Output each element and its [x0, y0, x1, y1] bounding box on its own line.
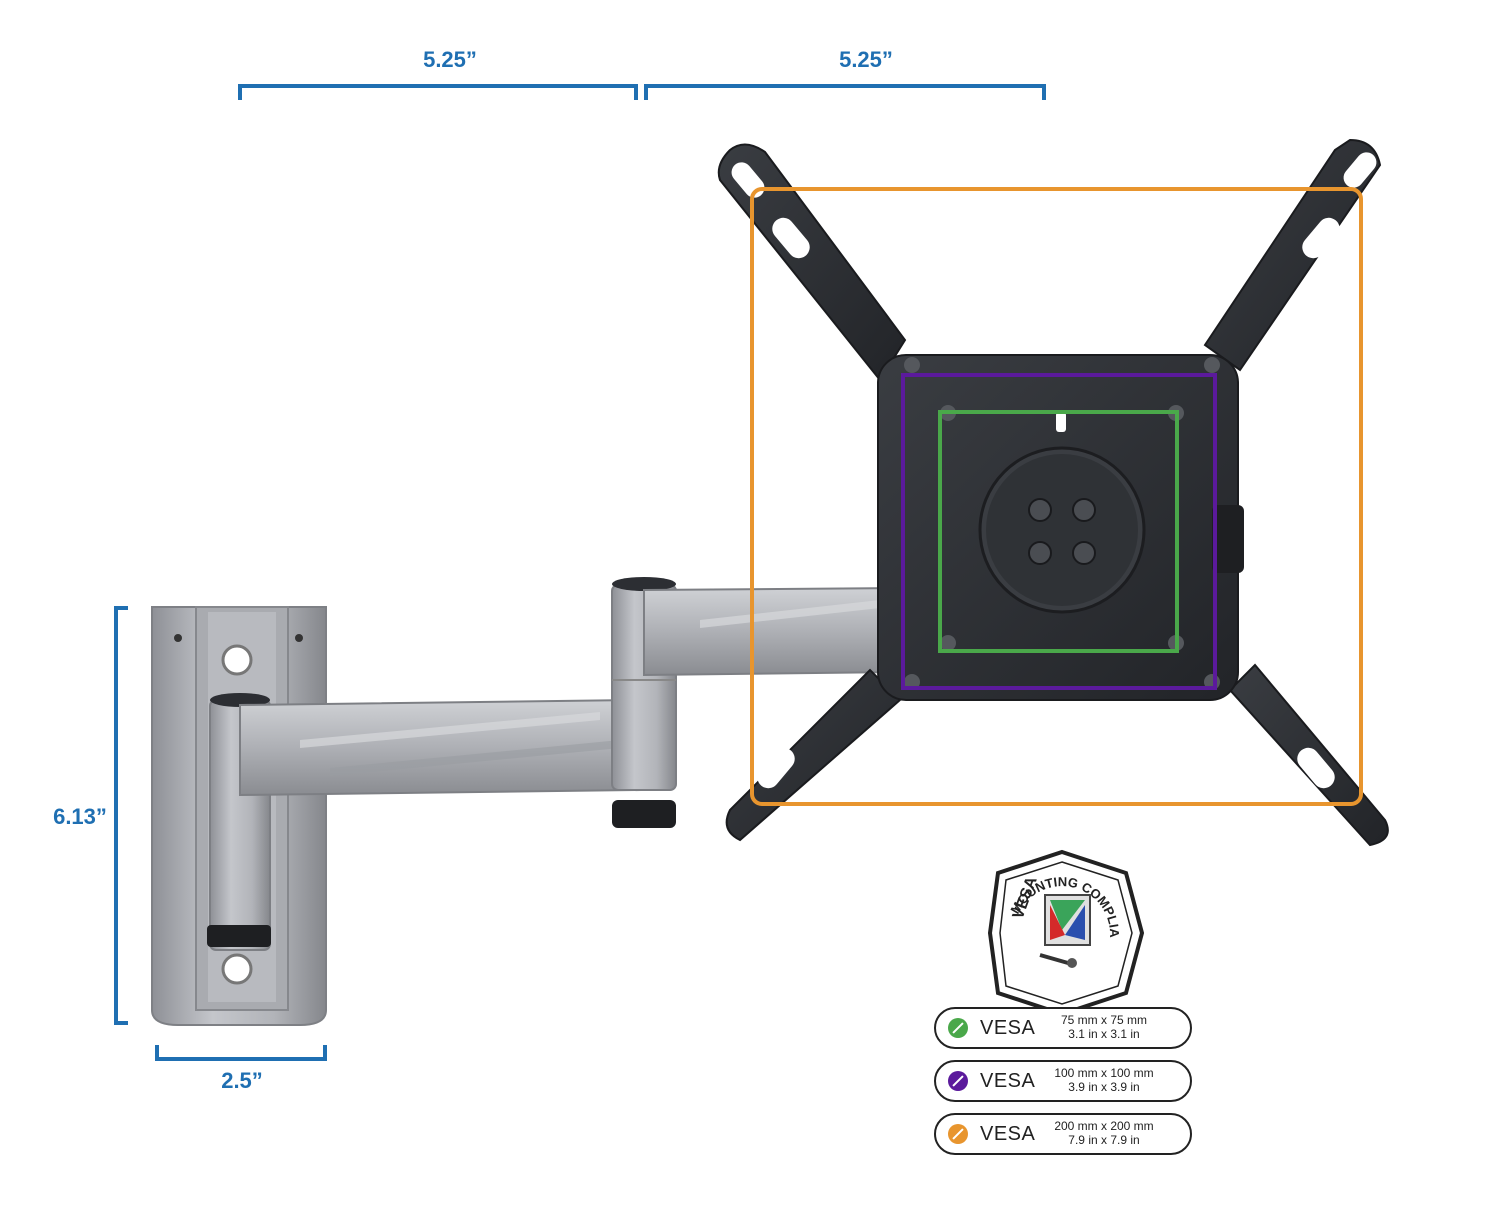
- vesa-option-label: VESA: [980, 1070, 1036, 1092]
- vesa-option-mm: 200 mm x 200 mm: [1054, 1119, 1154, 1133]
- vesa-option-label: VESA: [980, 1123, 1036, 1145]
- dimension-plate-height: 6.13”: [53, 804, 107, 829]
- vesa-option-200: VESA 200 mm x 200 mm 7.9 in x 7.9 in: [934, 1113, 1192, 1155]
- dimension-plate-width: 2.5”: [221, 1068, 263, 1093]
- vesa-option-label: VESA: [980, 1017, 1036, 1039]
- vesa-option-inches: 7.9 in x 7.9 in: [1068, 1133, 1140, 1147]
- dimension-bracket-top-left: [238, 84, 638, 100]
- tension-knob-lower: [207, 925, 271, 947]
- screw-icon: [948, 1018, 968, 1038]
- tilt-knob: [1212, 505, 1244, 573]
- vesa-option-75: VESA 75 mm x 75 mm 3.1 in x 3.1 in: [934, 1007, 1192, 1049]
- vesa-option-mm: 75 mm x 75 mm: [1060, 1013, 1147, 1027]
- vesa-option-100: VESA 100 mm x 100 mm 3.9 in x 3.9 in: [934, 1060, 1192, 1102]
- dimension-bracket-top-right: [644, 84, 1046, 100]
- vesa-option-inches: 3.9 in x 3.9 in: [1068, 1080, 1140, 1094]
- plate-hole-bottom: [221, 953, 253, 985]
- vesa-bracket: [717, 138, 1389, 847]
- vesa-option-mm: 100 mm x 100 mm: [1054, 1066, 1154, 1080]
- tension-knob-upper: [612, 800, 676, 828]
- vesa-200-outline: [750, 187, 1363, 806]
- screw-icon: [948, 1124, 968, 1144]
- dimension-bracket-bottom: [155, 1045, 327, 1061]
- vesa-75-outline: [938, 410, 1179, 653]
- plate-hole-top: [221, 644, 253, 676]
- arm-segment-1: [207, 693, 641, 951]
- vesa-option-inches: 3.1 in x 3.1 in: [1068, 1027, 1140, 1041]
- screw-icon: [948, 1071, 968, 1091]
- dimension-bracket-left: [114, 606, 128, 1025]
- dimension-arm-segment-1: 5.25”: [423, 47, 477, 72]
- vesa-100-outline: [901, 373, 1217, 690]
- arm-segment-2: [611, 577, 901, 828]
- dimension-arm-segment-2: 5.25”: [839, 47, 893, 72]
